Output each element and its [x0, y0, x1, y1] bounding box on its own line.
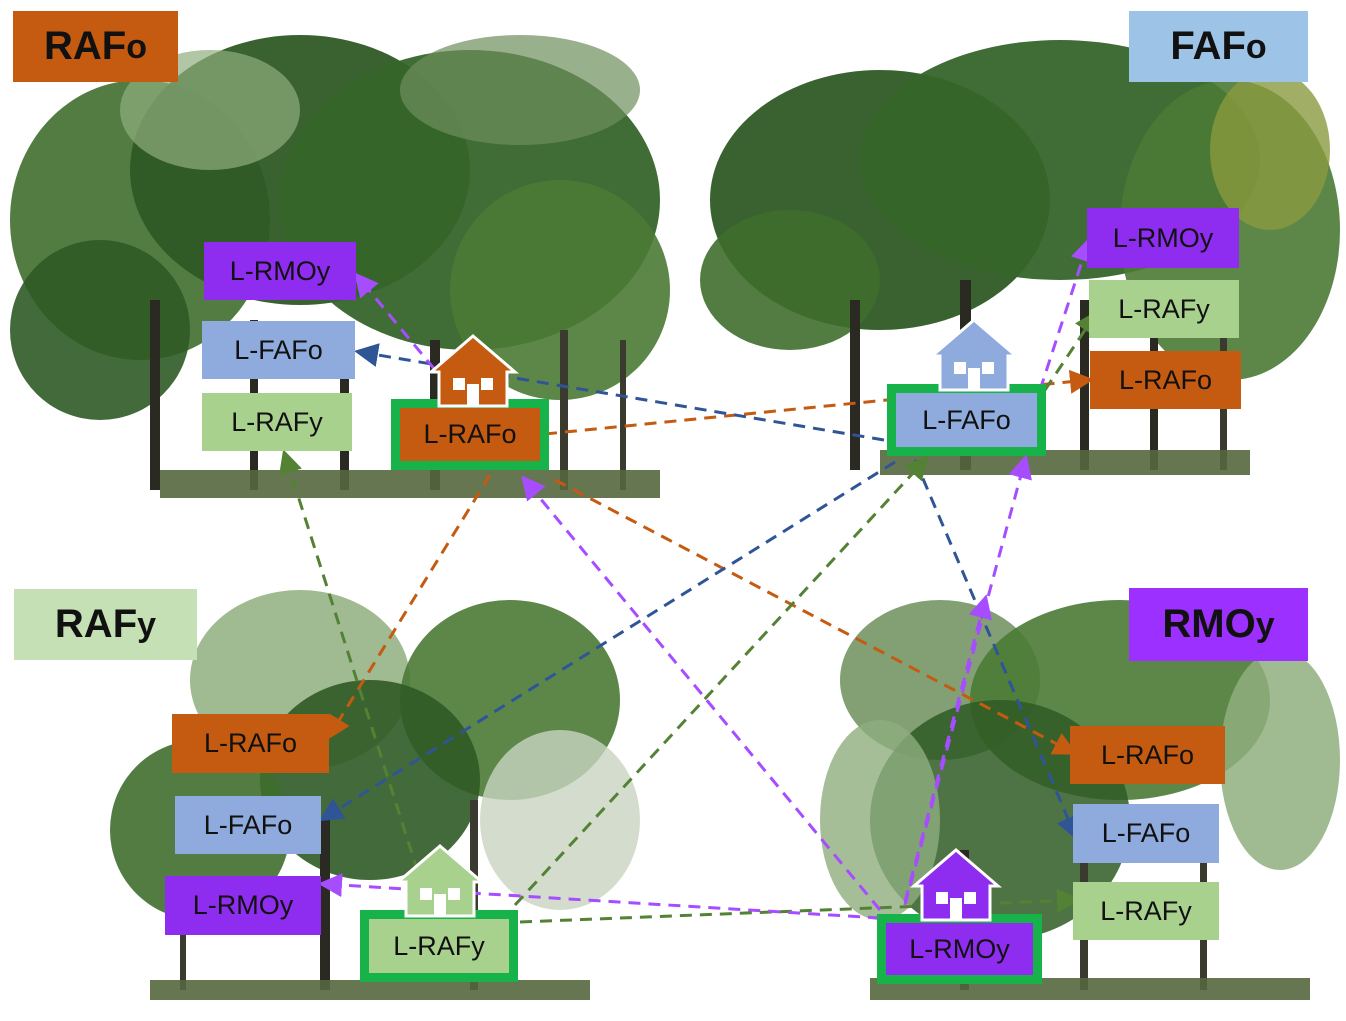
rafy-label-rmoy: L-RMOy — [165, 876, 321, 935]
house-icon — [427, 334, 519, 408]
link-rmoy-to-rafo — [521, 475, 882, 911]
rafy-label-rafo: L-RAFo — [172, 714, 329, 773]
rmoy-home-label: L-RMOy — [877, 914, 1042, 984]
rmoy-label-fafo: L-FAFo — [1073, 804, 1219, 863]
rafo-home-label: L-RAFo — [391, 399, 549, 470]
house-icon — [910, 848, 1002, 922]
fafo-label-rmoy: L-RMOy — [1087, 208, 1239, 268]
title-rafo-main: RAF — [44, 24, 127, 68]
link-rafo-to-rmoy — [554, 478, 1078, 755]
fafo-home-label: L-FAFo — [887, 384, 1046, 456]
rafy-label-fafo: L-FAFo — [175, 796, 321, 854]
link-rafo-to-fafo — [544, 369, 1094, 436]
link-rmoy-mid — [903, 594, 992, 903]
rafy-home-label: L-RAFy — [360, 910, 518, 982]
rafo-label-rmoy: L-RMOy — [204, 242, 356, 300]
rafo-label-fafo: L-FAFo — [202, 321, 355, 379]
fafo-label-rafo: L-RAFo — [1090, 351, 1241, 409]
link-fafo-to-rafy — [318, 460, 896, 822]
rafo-label-rafy: L-RAFy — [202, 393, 352, 451]
house-icon — [394, 844, 486, 918]
link-rafo-to-rafy — [326, 474, 492, 741]
rmoy-label-rafo: L-RAFo — [1070, 726, 1225, 784]
title-fafo-main: FAF — [1170, 24, 1246, 68]
link-fafo-rafy-stub — [1043, 310, 1099, 391]
title-rafy-main: RAF — [54, 602, 138, 646]
link-rmoy-to-fafo — [903, 454, 1032, 906]
link-rafy-to-fafo — [513, 455, 930, 907]
title-rmoy-main: RMO — [1162, 602, 1256, 646]
link-fafo-rmoy-stub — [1038, 237, 1094, 391]
fafo-label-rafy: L-RAFy — [1089, 280, 1239, 338]
link-fafo-to-rmoy — [913, 459, 1079, 841]
house-icon — [928, 318, 1020, 392]
rmoy-label-rafy: L-RAFy — [1073, 882, 1219, 940]
